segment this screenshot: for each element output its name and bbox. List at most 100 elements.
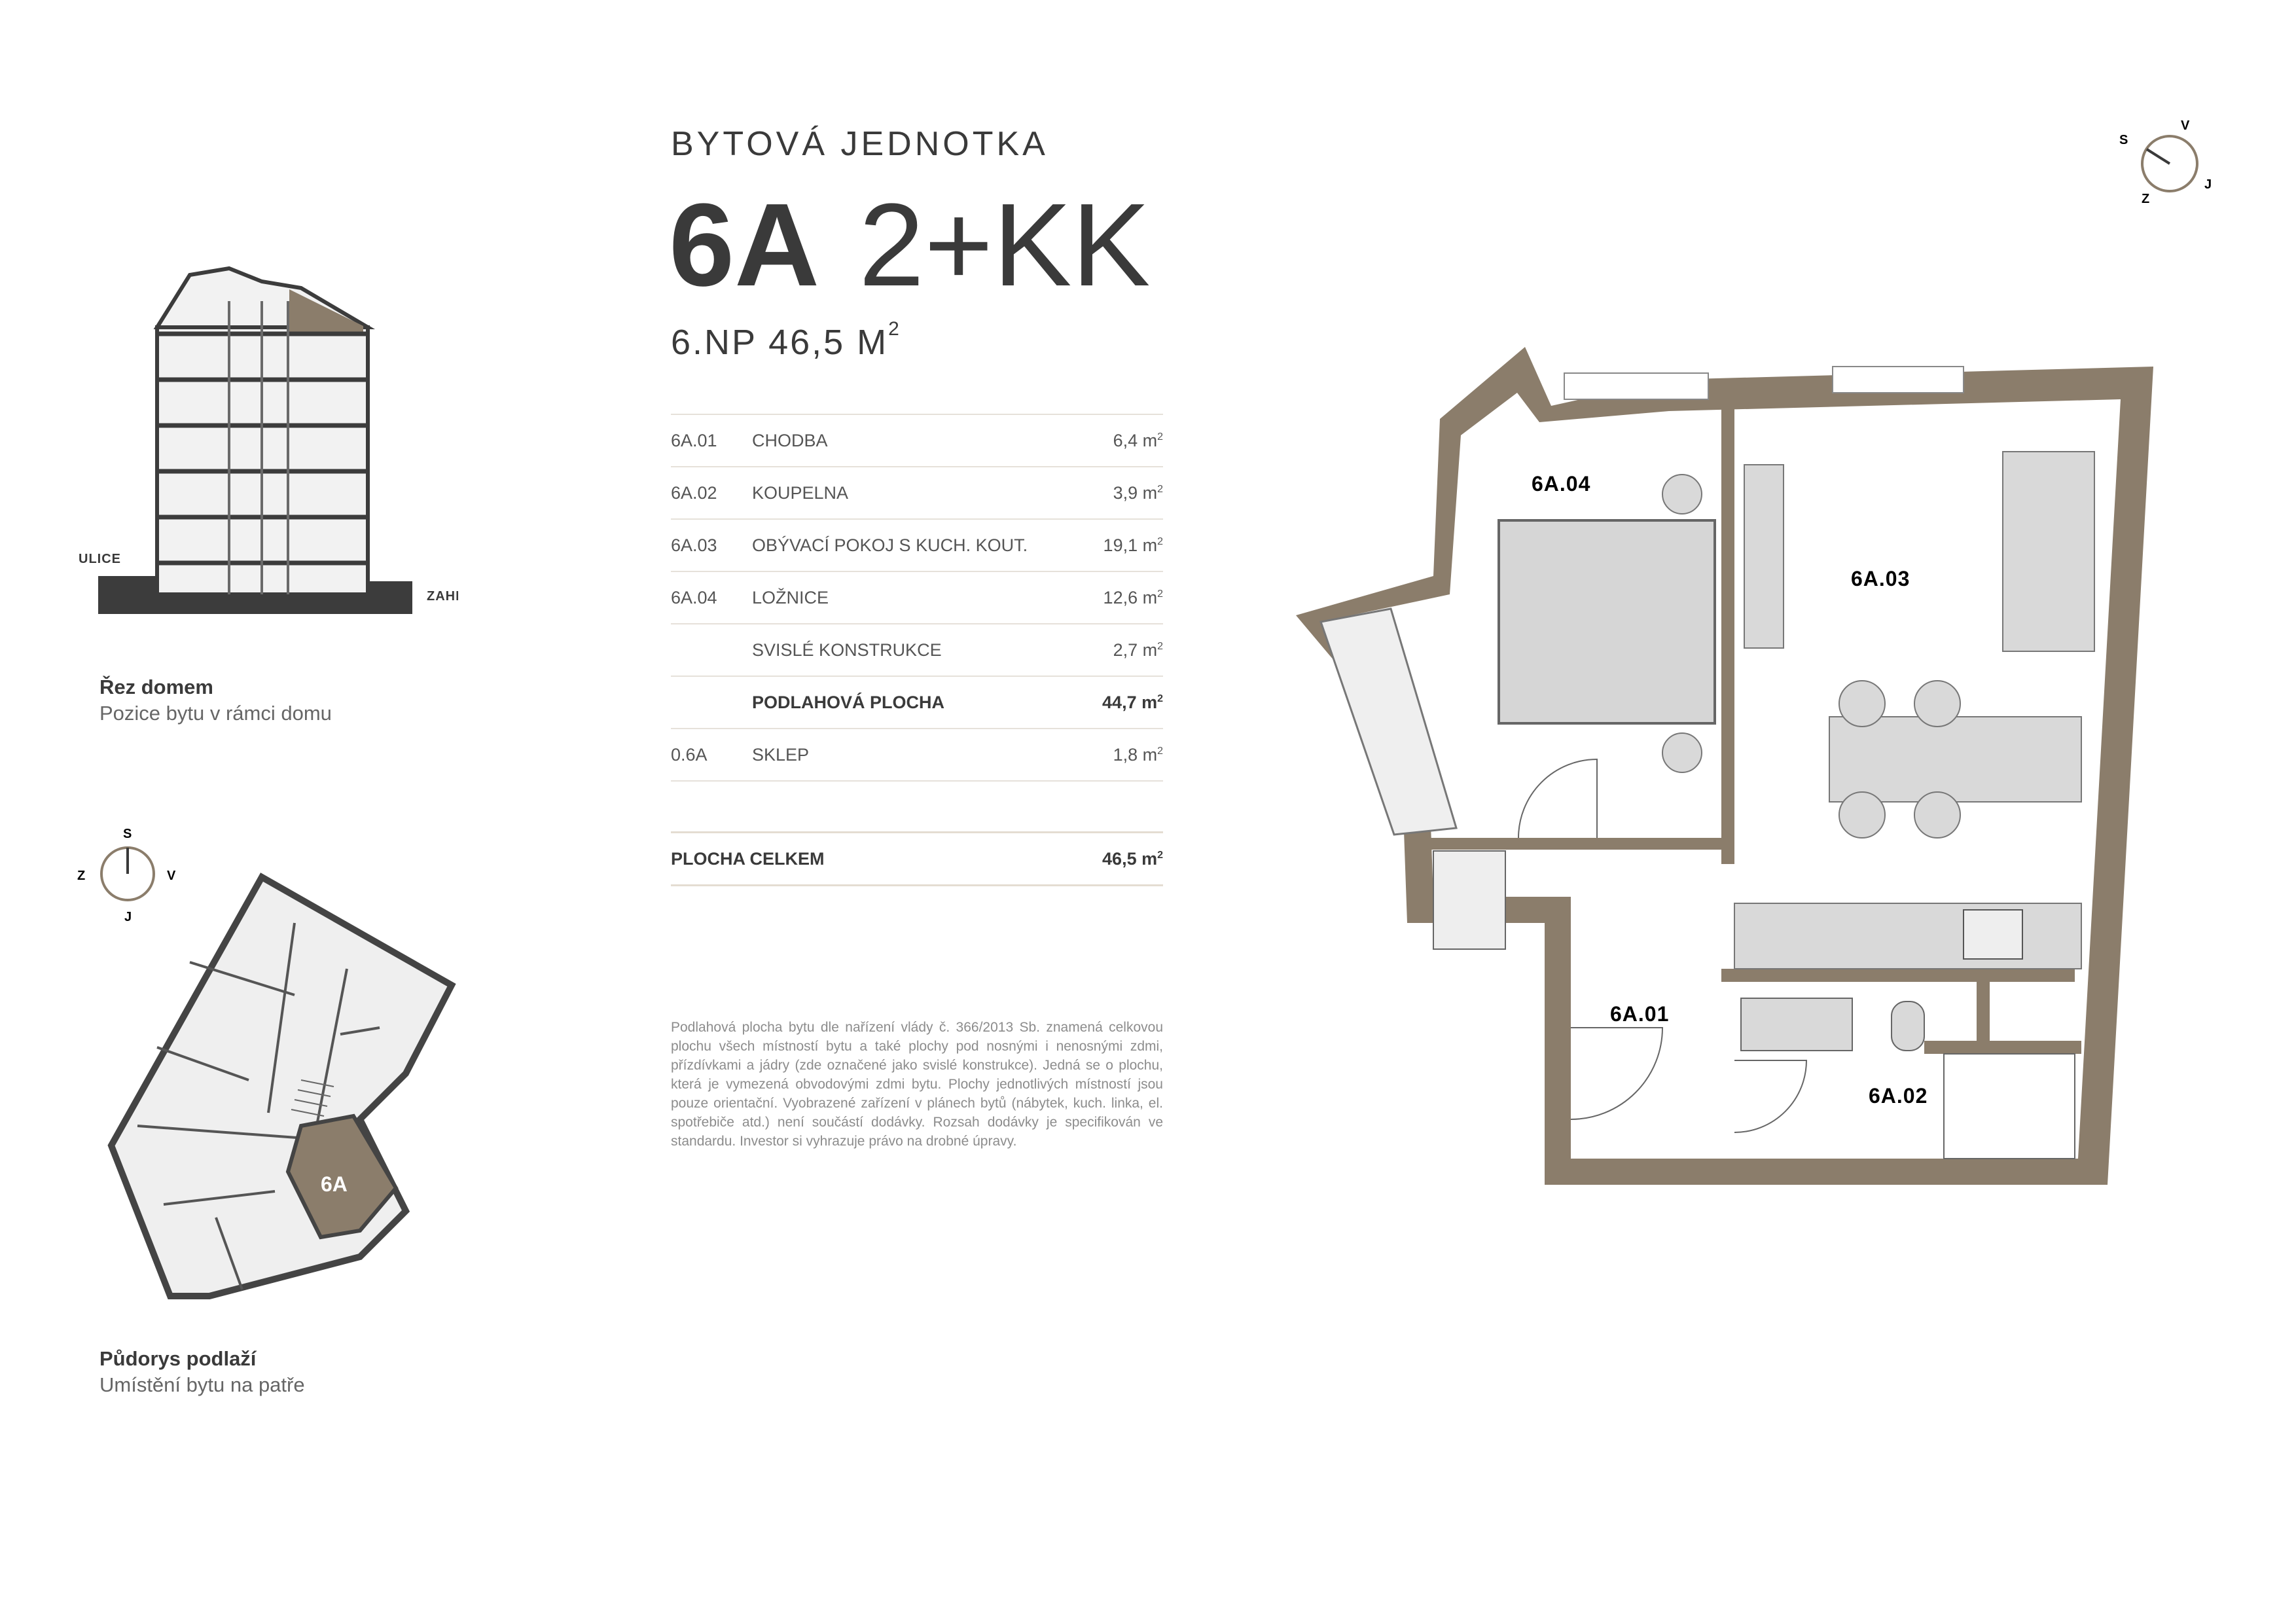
wall-bedroom-hall — [1427, 838, 1734, 850]
room-area-text: 12,6 m — [1103, 587, 1158, 607]
room-code: 6A.04 — [671, 571, 752, 624]
plan-chairs — [1839, 680, 1961, 839]
compass-large-e: J — [2204, 177, 2212, 192]
label-6A02: 6A.02 — [1869, 1084, 1928, 1108]
compass-small-w: Z — [77, 869, 85, 883]
room-area: 19,1 m2 — [1088, 519, 1163, 572]
window-living — [1832, 366, 1964, 393]
room-code — [671, 624, 752, 677]
floorplan-small-unit-highlight — [285, 1113, 399, 1240]
room-area: 2,7 m2 — [1088, 624, 1163, 677]
room-code: 6A.03 — [671, 519, 752, 572]
room-name: CHODBA — [752, 414, 1089, 467]
compass-small-e: V — [167, 869, 176, 883]
plan-washer-area — [1433, 850, 1506, 950]
plan-tv-unit — [1744, 464, 1784, 649]
floor-area-sup: 2 — [888, 318, 901, 340]
total-value: 46,5 m2 — [1102, 849, 1163, 869]
compass-large-ne: V — [2181, 118, 2190, 133]
plan-shower — [1943, 1053, 2075, 1159]
room-name: SKLEP — [752, 729, 1089, 782]
plan-washbasin — [1740, 998, 1853, 1051]
total-label: PLOCHA CELKEM — [671, 849, 825, 869]
building-section-drawing: ULICE ZAHRADA — [79, 266, 458, 614]
section-ground-street — [98, 576, 157, 614]
label-6A04: 6A.04 — [1532, 472, 1590, 496]
compass-large-needle — [2145, 148, 2171, 165]
room-area-sup: 2 — [1157, 745, 1163, 757]
room-area-sup: 2 — [1157, 693, 1163, 704]
compass-large-s: Z — [2142, 192, 2149, 206]
floor-area-text: 6.NP 46,5 M — [671, 323, 889, 362]
room-area-text: 1,8 m — [1113, 744, 1158, 765]
unit-type: 2+KK — [859, 179, 1151, 311]
plan-bed — [1498, 519, 1716, 725]
unit-floor-area: 6.NP 46,5 M2 — [671, 318, 901, 363]
wall-bedroom-living — [1721, 406, 1734, 864]
plan-interior-walls — [1427, 406, 2081, 1054]
wall-bath-kitchen — [1977, 969, 1990, 1047]
compass-large: S V J Z — [2119, 118, 2212, 206]
floorplan-small-unit-label: 6A — [321, 1172, 348, 1196]
room-area-sup: 2 — [1157, 588, 1163, 600]
room-area-sup: 2 — [1157, 483, 1163, 495]
room-area-sup: 2 — [1157, 640, 1163, 652]
compass-large-n: S — [2119, 133, 2128, 147]
door-bedroom — [1518, 758, 1598, 839]
wall-bath-inner — [1924, 1041, 2081, 1054]
plan-toilet — [1891, 1001, 1925, 1051]
label-6A03: 6A.03 — [1851, 567, 1910, 590]
plan-wardrobe — [1319, 607, 1458, 836]
room-code: 6A.01 — [671, 414, 752, 467]
room-name: PODLAHOVÁ PLOCHA — [752, 676, 1089, 729]
plan-kitchen-counter — [1734, 903, 2082, 969]
room-code: 0.6A — [671, 729, 752, 782]
total-value-sup: 2 — [1157, 850, 1163, 861]
room-area-sup: 2 — [1157, 535, 1163, 547]
compass-large-ring — [2141, 135, 2198, 192]
door-bathroom — [1734, 1060, 1808, 1133]
room-name: SVISLÉ KONSTRUKCE — [752, 624, 1089, 677]
door-entrance — [1570, 1027, 1664, 1120]
room-area: 44,7 m2 — [1088, 676, 1163, 729]
room-name: OBÝVACÍ POKOJ S KUCH. KOUT. — [752, 519, 1089, 572]
kicker-title: BYTOVÁ JEDNOTKA — [671, 125, 1049, 163]
room-area: 6,4 m2 — [1088, 414, 1163, 467]
room-area-text: 44,7 m — [1102, 692, 1158, 712]
section-core — [228, 301, 289, 594]
room-area-sup: 2 — [1157, 431, 1163, 442]
plan-nightstand-top — [1662, 474, 1702, 514]
room-area-text: 3,9 m — [1113, 482, 1158, 503]
plan-cooktop — [1963, 909, 2023, 960]
floorplan-small-outline — [107, 873, 456, 1299]
room-area: 12,6 m2 — [1088, 571, 1163, 624]
unit-number: 6A — [669, 179, 820, 311]
section-caption-subtitle: Pozice bytu v rámci domu — [99, 702, 332, 725]
total-value-text: 46,5 m — [1102, 849, 1158, 869]
floorplan-small-stairs — [291, 1079, 334, 1117]
section-label-street: ULICE — [79, 552, 121, 566]
plan-sofa — [2002, 451, 2095, 652]
room-area: 1,8 m2 — [1088, 729, 1163, 782]
total-row: PLOCHA CELKEM 46,5 m2 — [671, 831, 1163, 886]
apartment-plan-drawing: 6A.04 6A.03 6A.01 6A.02 — [1296, 347, 2153, 1185]
plan-dining-table — [1829, 716, 2082, 803]
room-area-text: 6,4 m — [1113, 430, 1158, 450]
room-area: 3,9 m2 — [1088, 467, 1163, 520]
floorplan-caption-subtitle: Umístění bytu na patře — [99, 1373, 305, 1396]
compass-small-n: S — [123, 827, 132, 841]
compass-small: S Z V J — [77, 827, 176, 924]
disclaimer-note: Podlahová plocha bytu dle nařízení vlády… — [671, 1020, 1163, 1149]
compass-small-s: J — [124, 910, 132, 924]
room-name: KOUPELNA — [752, 467, 1089, 520]
room-name: LOŽNICE — [752, 571, 1089, 624]
room-code — [671, 676, 752, 729]
